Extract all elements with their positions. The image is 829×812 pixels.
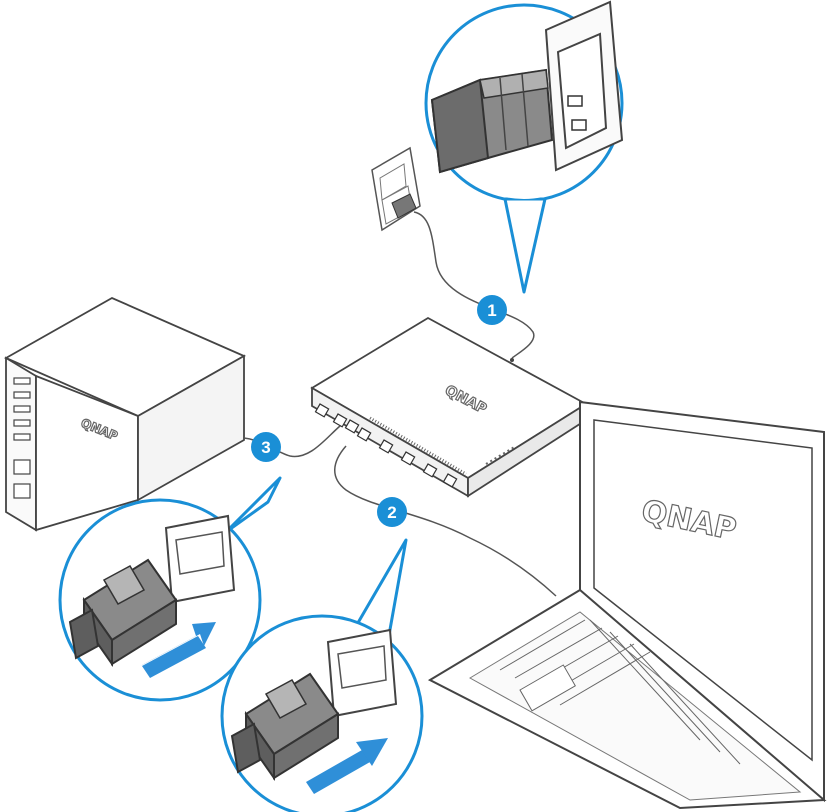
keyboard [499,619,741,765]
svg-text:1: 1 [487,301,496,320]
step-badge-1: 1 [477,295,507,325]
nas-device: QNAP [3,296,247,532]
wall-outlet [371,146,421,232]
switch-ports [314,403,458,488]
rj45-plug-icon [230,672,340,782]
step-badge-3: 3 [251,432,281,462]
insert-arrow-icon [140,622,216,666]
laptop-cable [334,445,557,597]
svg-text:3: 3 [261,438,270,457]
network-switch: QNAP [310,316,588,498]
power-zoom-callout [424,0,624,294]
ethernet-port-icon [164,514,236,604]
insert-arrow-icon [306,750,370,794]
svg-text:2: 2 [387,503,396,522]
ethernet-port-icon [326,628,398,718]
step-badge-2: 2 [377,497,407,527]
rj45-plug-icon [68,558,178,668]
laptop: QNAP [427,400,827,810]
nas-ethernet-zoom-callout [58,476,282,702]
power-plug-icon [430,68,554,174]
power-outlet-icon [544,0,624,172]
laptop-ethernet-zoom-callout [220,538,424,812]
